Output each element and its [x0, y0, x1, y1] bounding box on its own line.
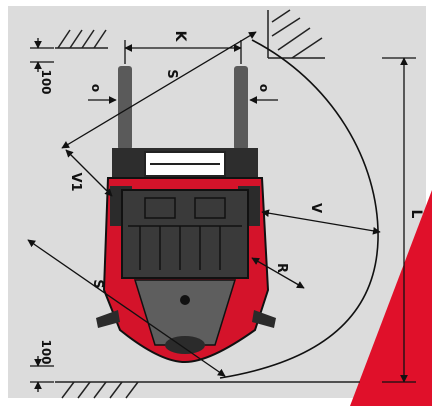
label-o-right: o: [257, 84, 271, 92]
wall-bottom: [55, 381, 360, 399]
label-l: L: [408, 210, 424, 219]
overhead-guard: [121, 189, 249, 279]
label-k: K: [172, 31, 188, 43]
dimension-s-bottom: [27, 239, 226, 377]
clearance-bottom-dimension: [30, 356, 54, 392]
label-o-left: o: [89, 84, 103, 92]
steering-wheel: [180, 295, 190, 305]
dimension-v1: [65, 149, 113, 197]
wall-top-right: [267, 9, 325, 59]
red-wedge: [350, 190, 432, 406]
dimension-l: [382, 57, 416, 383]
label-s-bottom: S: [90, 279, 105, 288]
label-v1: V1: [68, 172, 83, 191]
label-v: V: [308, 203, 323, 213]
dimension-r: [251, 257, 305, 289]
label-clearance-bottom: 100: [39, 339, 53, 364]
fork-right: [234, 66, 248, 150]
dimension-v: [261, 209, 381, 235]
dimension-s-top: [61, 31, 257, 149]
turning-arc: [219, 39, 379, 379]
label-r: R: [274, 263, 289, 273]
label-clearance-top: 100: [39, 69, 53, 94]
label-s-top: S: [164, 69, 179, 78]
clearance-top-dimension: [30, 38, 54, 72]
